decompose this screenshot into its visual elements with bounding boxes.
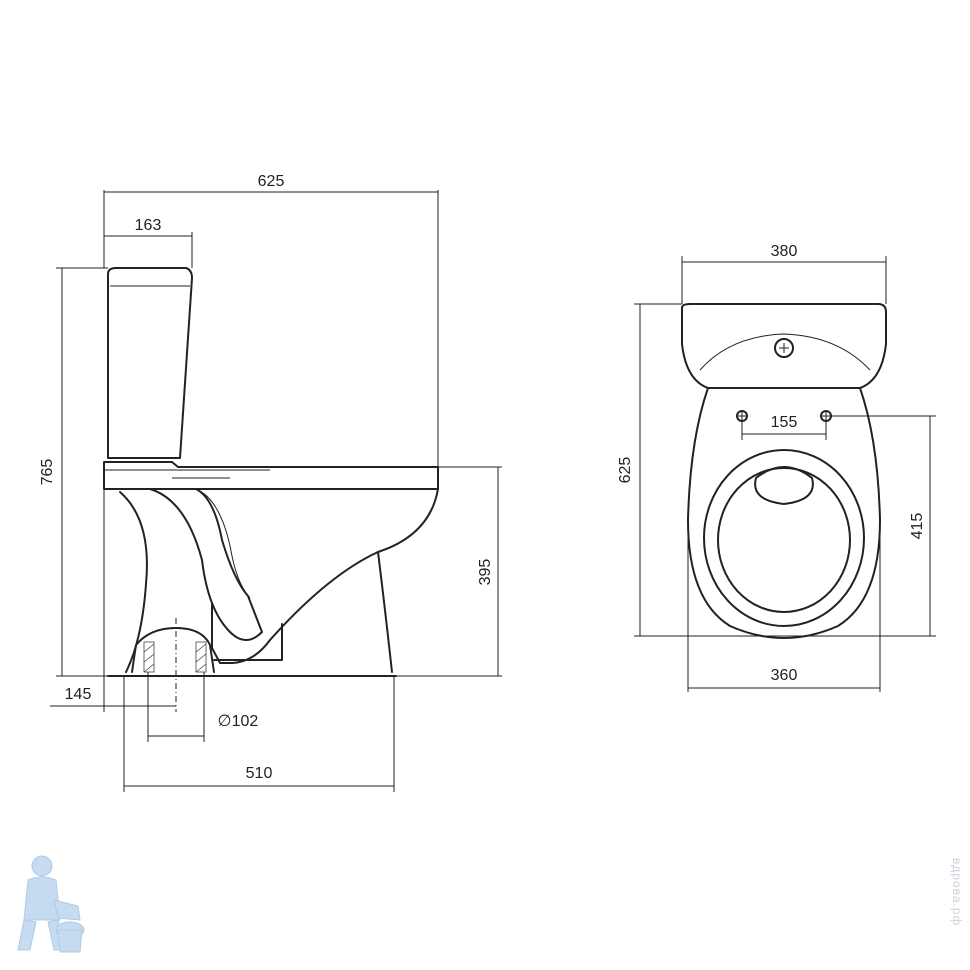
bowl-outline [211, 488, 439, 664]
bowl-well [754, 466, 814, 505]
dim-bowl-height: 395 [396, 466, 502, 677]
dim-label: 395 [477, 559, 494, 586]
dim-label: 510 [246, 765, 273, 782]
bolt-hole-left-icon [736, 410, 748, 422]
trap-channel [149, 488, 263, 641]
base-rim [213, 623, 283, 661]
bowl-opening [717, 467, 851, 613]
top-view: 380 625 155 415 360 [617, 243, 936, 692]
trap-inner [195, 488, 251, 599]
dim-label: 765 [39, 459, 56, 486]
dim-label: 380 [771, 243, 798, 260]
tank-top-outline [681, 303, 887, 389]
tank-outline [107, 267, 193, 459]
dim-overall-height: 765 [39, 267, 108, 677]
dim-overall-length: 625 [103, 173, 439, 467]
dim-label: 155 [771, 414, 798, 431]
dim-label: 360 [771, 667, 798, 684]
watermark-site-text: вдрова.рф [950, 858, 964, 927]
seat-rim [703, 449, 865, 627]
dim-label: 625 [258, 173, 285, 190]
dim-outlet-offset: 145 [50, 489, 176, 712]
plumber-mascot-icon [17, 855, 85, 953]
dim-label: 625 [617, 457, 634, 484]
dim-base-length: 510 [123, 676, 395, 792]
outlet-wall-right [195, 641, 207, 673]
dim-bowl-width: 360 [687, 520, 881, 692]
dim-label: 163 [135, 217, 162, 234]
dim-label: ∅102 [218, 713, 259, 730]
side-view: 625 163 765 395 145 [39, 173, 502, 792]
dim-bolt-spacing: 155 [741, 414, 827, 440]
outlet-wall-left [143, 641, 155, 673]
dim-label: 145 [65, 686, 92, 703]
dim-overall-depth: 625 [617, 303, 784, 637]
seat-plate [103, 461, 439, 490]
dim-outlet-diameter: ∅102 [147, 672, 259, 742]
dim-tank-width: 380 [681, 243, 887, 304]
flush-button-icon [774, 338, 794, 358]
tank-top-inner [699, 333, 871, 371]
dim-bowl-depth: 415 [784, 415, 936, 637]
bowl-top-outline [687, 387, 881, 639]
front-leg [377, 551, 393, 673]
dim-label: 415 [909, 513, 926, 540]
trap-outer [119, 491, 148, 673]
dim-tank-depth: 163 [104, 217, 193, 268]
outlet-hatching [143, 643, 207, 673]
